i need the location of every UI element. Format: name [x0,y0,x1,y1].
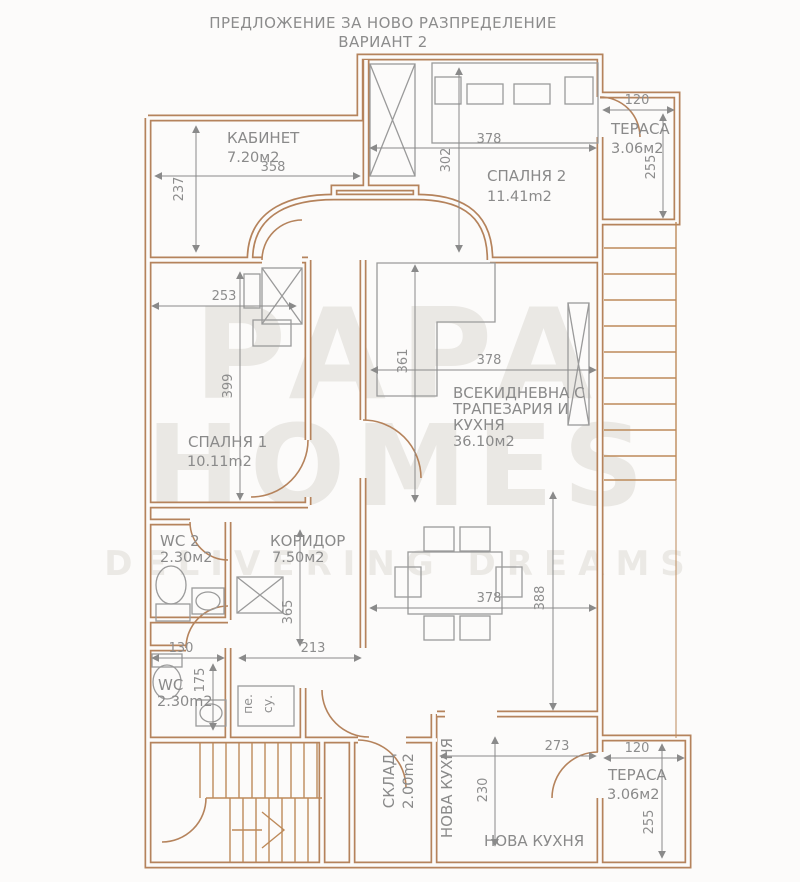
room-label-spalnya2: СПАЛНЯ 2 [487,167,566,185]
living-door-arc [362,419,422,479]
wc2-sink [191,587,225,615]
dim-terasa-bottom-width: 120 [625,741,650,756]
sklad-door-arc [357,739,407,789]
watermark: PAPA HOMES DELIVERING DREAMS [104,281,685,584]
wc2-toilet [155,565,191,622]
dim-koridor-width: 213 [301,641,326,656]
dim-kitchen-width: 273 [545,739,570,754]
wc-door-arc [185,605,229,649]
room-label-living-line3: КУХНЯ [453,416,505,434]
dimension-lines [151,67,685,859]
wardrobe-spalnya2 [369,63,416,177]
dim-terasa-top-height: 255 [644,155,659,180]
plan-title-line1: ПРЕДЛОЖЕНИЕ ЗА НОВО РАЗПРЕДЕЛЕНИЕ [209,14,556,32]
room-labels: КАБИНЕТ 7.20м2 СПАЛНЯ 2 11.41m2 ТЕРАСА 3… [157,120,670,850]
staircase-right [604,222,677,738]
room-label-living-line1: ВСЕКИДНЕВНА С [453,384,585,402]
room-label-terasa-bottom: ТЕРАСА [607,766,667,784]
dryer-label: су. [260,695,275,713]
dim-wc-height: 175 [193,668,208,693]
dim-spalnya2-height: 302 [439,148,454,173]
terasa-bottom-door-arc [551,751,599,799]
room-area-spalnya1: 10.11m2 [187,454,252,470]
kabinet-door-arc [261,219,303,261]
room-area-wc2: 2.30м2 [160,550,212,566]
stairs-direction-arrow [232,811,286,849]
dim-koridor-height: 365 [281,600,296,625]
dim-living-width: 378 [477,353,502,368]
washer-dryer-box [237,685,295,727]
room-area-terasa-top: 3.06м2 [611,141,663,157]
room-label-nova-kuhnya-left: НОВА КУХНЯ [438,738,456,838]
dim-dining-width: 378 [477,591,502,606]
dim-closet-width: 253 [212,289,237,304]
stairs-door-arc [161,797,207,843]
room-area-koridor: 7.50м2 [272,550,324,566]
room-label-wc2: WC 2 [160,532,200,550]
room-label-spalnya1: СПАЛНЯ 1 [188,433,267,451]
plan-title: ПРЕДЛОЖЕНИЕ ЗА НОВО РАЗПРЕДЕЛЕНИЕ ВАРИАН… [209,14,556,51]
dim-terasa-bottom-height: 255 [642,810,657,835]
room-area-kabinet: 7.20м2 [227,150,279,166]
room-label-wc: WC [158,676,183,694]
room-area-sklad: 2.00m2 [401,753,417,809]
washer-label: пе. [240,694,255,714]
dim-spalnya1-height: 399 [221,374,236,399]
sofa-living [376,262,496,397]
room-label-nova-kuhnya-bottom: НОВА КУХНЯ [484,832,584,850]
dim-kabinet-height: 237 [172,177,187,202]
dim-kitchen-height: 230 [476,778,491,803]
room-label-kabinet: КАБИНЕТ [227,129,300,147]
dim-spalnya2-width: 378 [477,132,502,147]
dim-terasa-top-width: 120 [625,93,650,108]
dining-table [394,526,523,641]
staircase-bottom [199,743,322,862]
room-area-terasa-bottom: 3.06м2 [607,787,659,803]
dim-living-height: 361 [396,349,411,374]
dim-kabinet-width: 358 [261,160,286,175]
room-label-living-line2: ТРАПЕЗАРИЯ И [452,400,569,418]
door-arcs [161,96,641,843]
furniture [151,62,599,727]
room-label-koridor: КОРИДОР [270,532,345,550]
room-area-wc: 2.30m2 [157,694,213,710]
dim-wc-width: 130 [169,641,194,656]
dim-dining-height: 388 [533,586,548,611]
dimension-labels: 358 237 378 302 120 255 253 399 361 378 … [169,93,659,834]
room-label-terasa-top: ТЕРАСА [610,120,670,138]
kitchen-door-arc [321,689,370,738]
room-area-spalnya2: 11.41m2 [487,189,552,205]
room-label-sklad: СКЛАД [380,754,398,808]
bed-spalnya2 [431,62,599,144]
shaft-box [236,576,284,614]
watermark-line2: HOMES [146,402,654,532]
kitchen-unit [567,302,590,426]
room-area-living: 36.10м2 [453,434,515,450]
spalnya1-door-arc [250,439,309,498]
wc2-door-arc [189,521,229,561]
plan-title-line2: ВАРИАНТ 2 [338,33,427,51]
